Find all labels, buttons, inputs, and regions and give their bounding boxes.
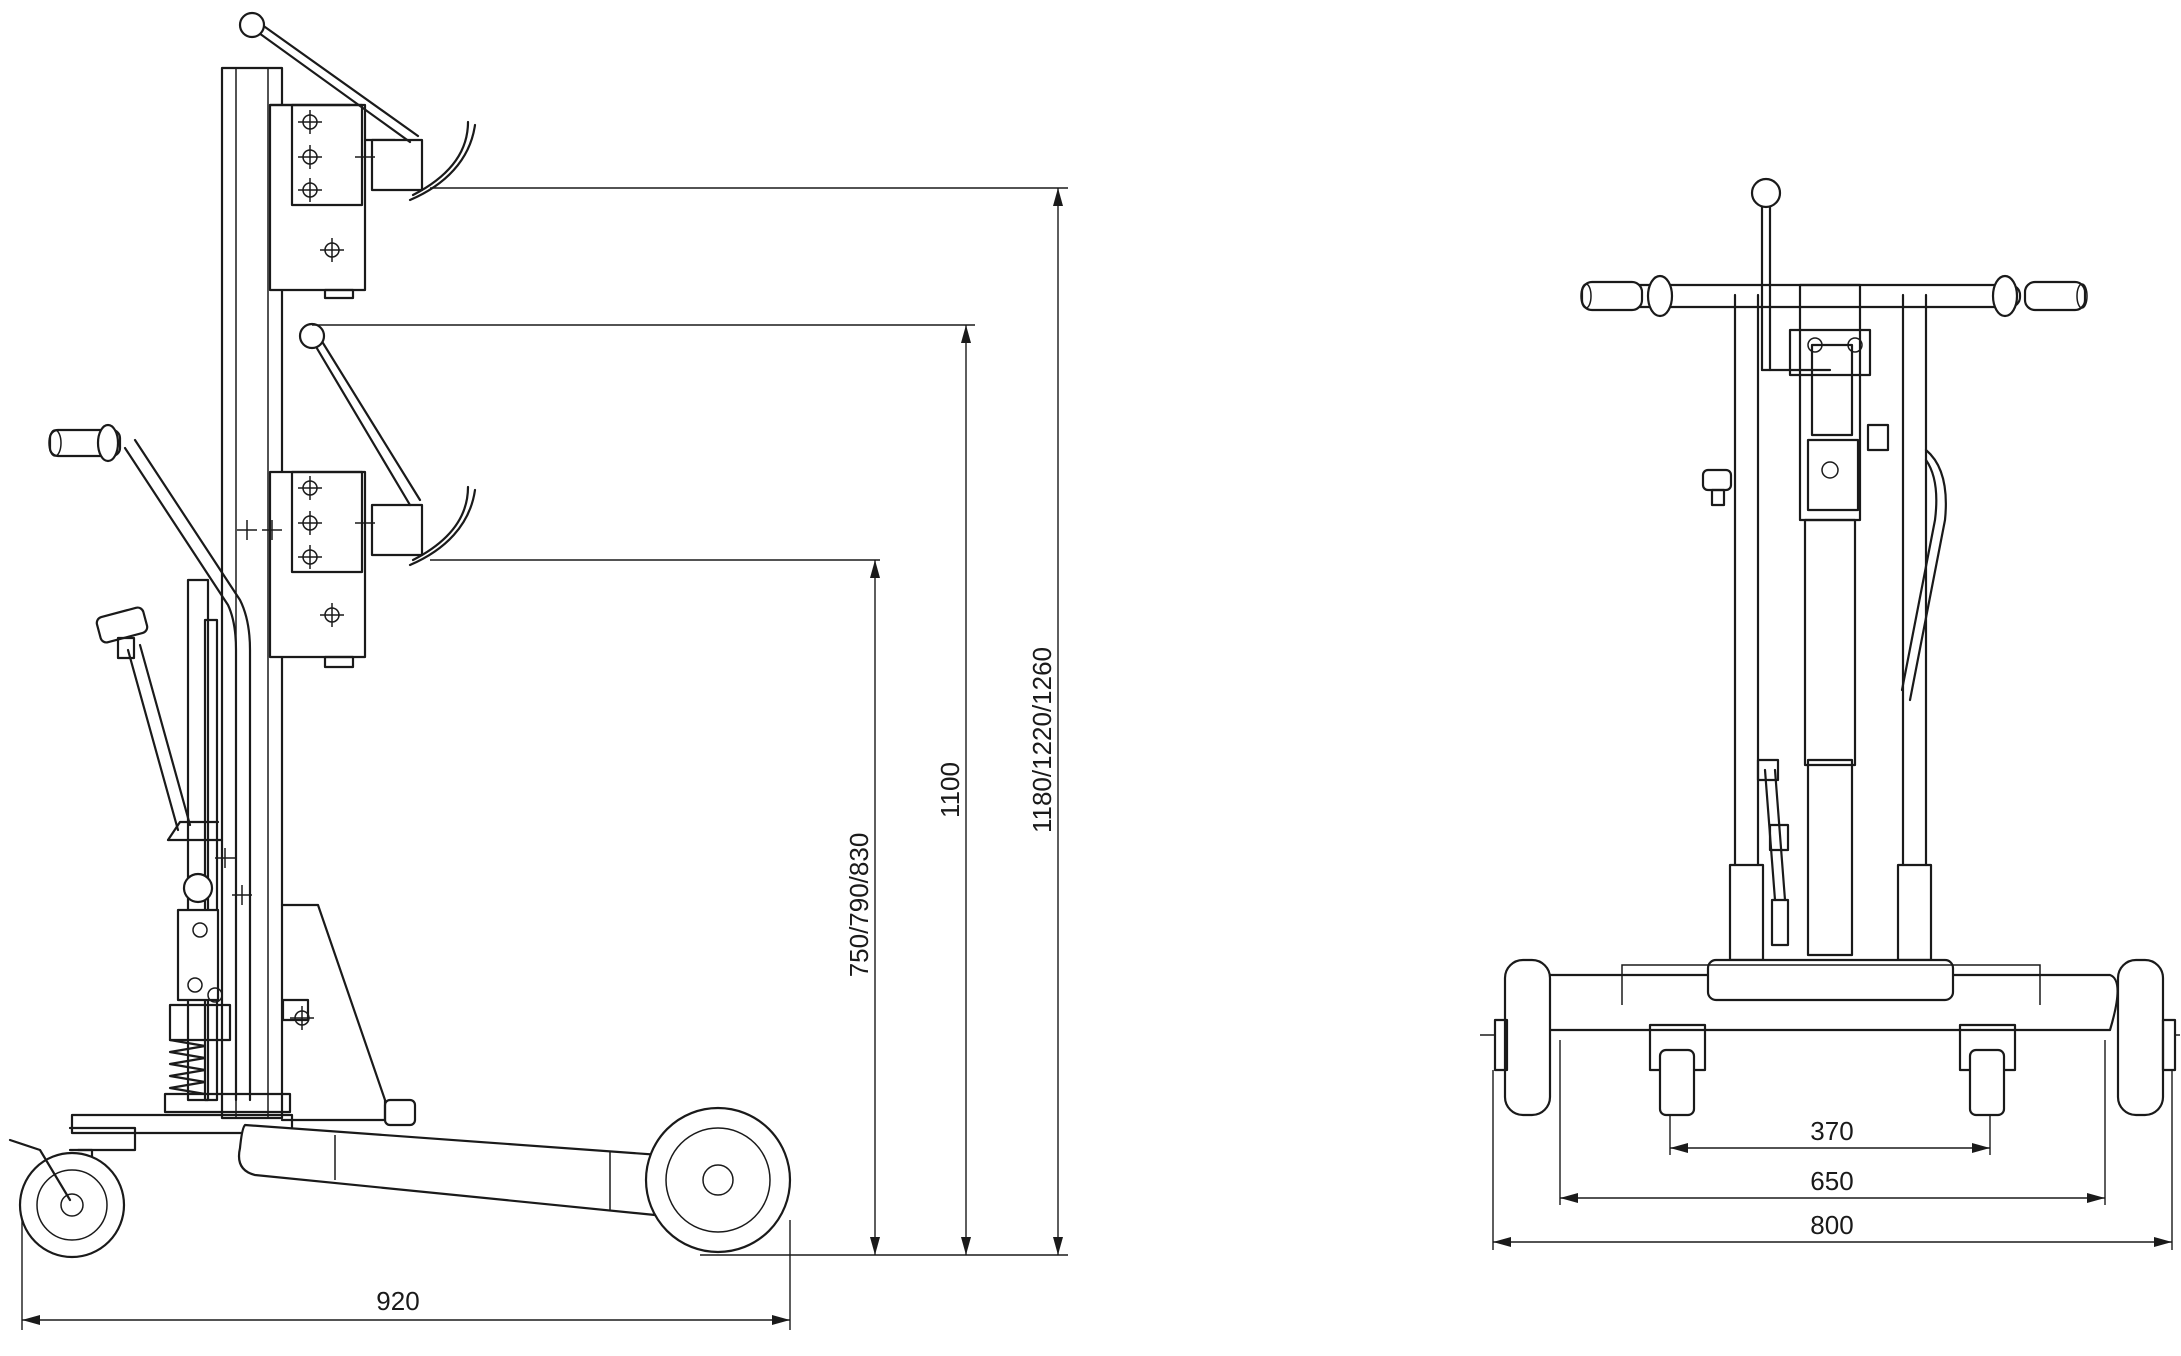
pump-column [163,578,292,1114]
dim-label-inner: 370 [1810,1116,1853,1146]
bolt-markers-upper [298,110,375,262]
outer-wheels [1480,958,2180,1117]
base-frame [70,1113,690,1217]
mast-front [1788,283,1890,957]
front-dimensions [1492,1040,2173,1250]
dim-label-claw-high: 1180/1220/1260 [1027,647,1057,833]
dim-label-claw-low: 750/790/830 [844,833,874,978]
push-handle [48,423,252,1102]
uprights [1728,293,1947,962]
pump-front [1701,468,1790,947]
rear-castor [8,1126,137,1259]
handlebar [1580,274,2088,318]
pump-lever [95,606,192,832]
carriage-upper [238,11,477,300]
carriage-lower [237,322,477,669]
side-dimensions [21,187,1068,1330]
dim-label-claw-mid: 1100 [935,762,965,818]
side-view: 920 750/790/830 1100 1180/1220/1260 [8,11,1068,1330]
front-lever [1750,177,1832,372]
front-wheel [644,1106,792,1254]
inner-castors [1648,1023,2017,1117]
dim-label-outer: 800 [1810,1210,1853,1240]
support-plate [280,903,417,1127]
dim-label-width: 920 [376,1286,419,1316]
dim-label-middle: 650 [1810,1166,1853,1196]
bolt-markers-lower [237,476,375,627]
base-front [1541,958,2119,1032]
front-view: 370 650 800 [1480,177,2180,1250]
